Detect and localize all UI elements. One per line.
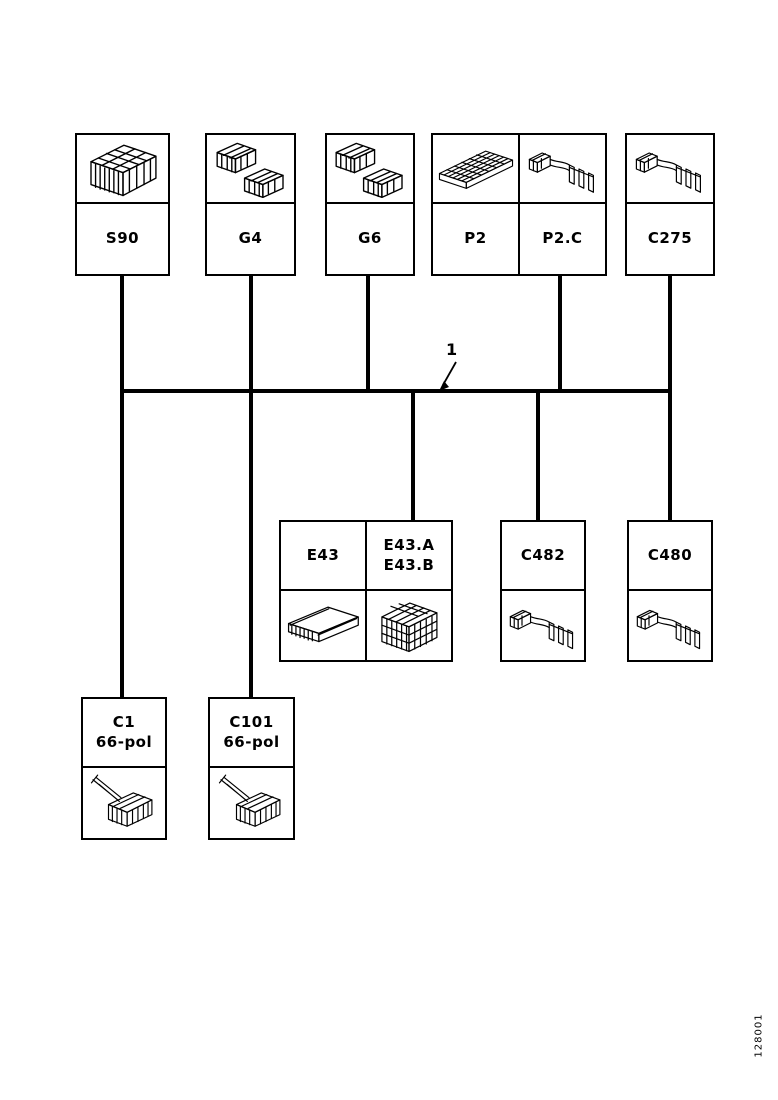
connector-block-iso-icon bbox=[367, 591, 451, 660]
pin-strip-iso-icon bbox=[433, 135, 518, 204]
box-label-c101: C101 bbox=[229, 713, 274, 731]
box-label-c482: C482 bbox=[520, 545, 566, 564]
component-box-e43: E43 bbox=[281, 522, 365, 660]
two-connectors-iso-icon bbox=[327, 135, 413, 204]
ecu-module-iso-icon bbox=[281, 591, 365, 660]
pigtail-connector-iso-icon bbox=[83, 768, 165, 838]
pigtail-connector-iso-icon bbox=[210, 768, 293, 838]
box-label-p2: P2 bbox=[464, 229, 487, 248]
box-label-e43: E43 bbox=[306, 545, 340, 564]
component-box-p2: P2 bbox=[433, 135, 518, 274]
component-box-e43ab: E43.A E43.B bbox=[365, 522, 451, 660]
box-label-e43a: E43.A bbox=[383, 536, 435, 554]
box-label-c1-pol: 66-pol bbox=[95, 732, 153, 751]
relay-box-iso-icon bbox=[77, 135, 168, 204]
component-box-c275: C275 bbox=[625, 133, 715, 276]
box-label-c101-pol: 66-pol bbox=[223, 732, 280, 751]
component-box-e43-group: E43 E43.A E43.B bbox=[279, 520, 453, 662]
component-box-c482: C482 bbox=[500, 520, 586, 662]
bracket-connector-iso-icon bbox=[629, 591, 711, 660]
box-label-c275: C275 bbox=[647, 229, 693, 248]
box-label-s90: S90 bbox=[105, 229, 140, 248]
bracket-connector-iso-icon bbox=[502, 591, 584, 660]
box-label-g4: G4 bbox=[238, 229, 263, 248]
box-label-c1: C1 bbox=[112, 713, 136, 731]
component-box-g6: G6 bbox=[325, 133, 415, 276]
component-box-p2c: P2.C bbox=[518, 135, 605, 274]
callout-1-label: 1 bbox=[446, 340, 458, 359]
box-label-p2c: P2.C bbox=[542, 229, 583, 248]
box-label-e43b: E43.B bbox=[383, 555, 435, 574]
component-box-s90: S90 bbox=[75, 133, 170, 276]
component-box-c480: C480 bbox=[627, 520, 713, 662]
component-box-g4: G4 bbox=[205, 133, 296, 276]
component-box-c1: C1 66-pol bbox=[81, 697, 167, 840]
component-box-p2-group: P2 bbox=[431, 133, 607, 276]
bracket-connector-iso-icon bbox=[520, 135, 605, 204]
component-box-c101: C101 66-pol bbox=[208, 697, 295, 840]
bracket-connector-iso-icon bbox=[627, 135, 713, 204]
box-label-c480: C480 bbox=[647, 545, 693, 564]
box-label-g6: G6 bbox=[358, 229, 382, 248]
drawing-id-code: 128001 bbox=[753, 1013, 765, 1058]
two-connectors-iso-icon bbox=[207, 135, 294, 204]
